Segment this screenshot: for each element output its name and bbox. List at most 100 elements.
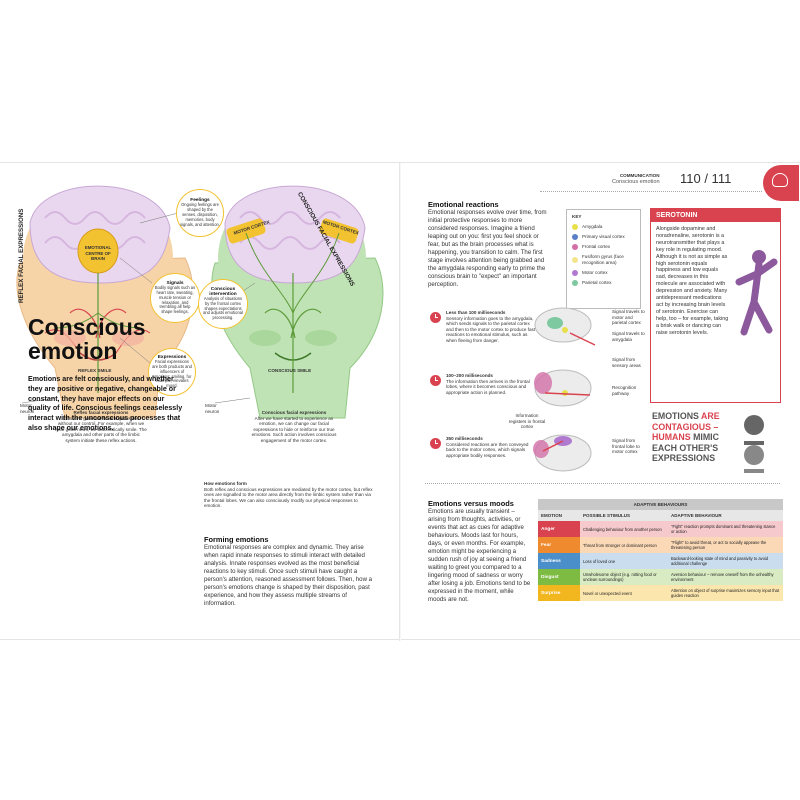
timeline-1-time: Less than 100 milliseconds [446, 310, 506, 315]
subsection-label: Conscious emotion [612, 178, 660, 185]
key-item: Frontal cortex [572, 243, 635, 250]
reactions-text: Emotional responses evolve over time, fr… [428, 209, 547, 288]
reflex-caption: Reflex facial expressions Emotions gener… [55, 410, 147, 444]
page-title-text: Conscious emotion [28, 314, 146, 364]
expressions-title: Expressions [157, 354, 187, 360]
stimulus-cell: Threat from stronger or dominant person [580, 537, 668, 553]
contagious-w3: CONTAGIOUS – [652, 421, 719, 432]
key-label: Motor cortex [582, 269, 608, 275]
key-item: Primary visual cortex [572, 233, 635, 240]
section-divider [425, 483, 780, 484]
feelings-text: Ongoing feelings are shaped by the sense… [180, 202, 220, 227]
intervention-callout: Conscious intervention Analysis of situa… [198, 279, 248, 329]
key-item: Parietal cortex [572, 279, 635, 286]
conscious-smile-label: CONSCIOUS SMILE [268, 368, 312, 373]
emotion-cell: Surprise [538, 585, 580, 601]
timeline-3-text: Considered reactions are then conveyed b… [446, 441, 529, 458]
emotional-centre-label: EMOTIONAL CENTRE OF BRAIN [84, 245, 112, 262]
behaviour-cell: "Flight" to avoid threat, or act to soci… [668, 537, 783, 553]
key-swatch [572, 223, 578, 230]
emotional-reactions: Emotional reactions Emotional responses … [428, 200, 548, 289]
reflex-face [16, 185, 194, 419]
behaviour-cell: Aversion behaviour – remove oneself from… [668, 569, 783, 585]
timeline-2-time: 100–200 milliseconds [446, 373, 493, 378]
contagious-w6: EACH OTHER'S [652, 442, 719, 453]
serotonin-box: SEROTONIN Alongside dopamine and noradre… [650, 208, 781, 403]
brain-label-1: Signal travels to motor and parietal cor… [612, 309, 645, 326]
faces-icon [744, 415, 764, 473]
timeline-step-1: Less than 100 milliseconds Sensory infor… [446, 310, 538, 344]
timeline-1-text: Sensory information goes to the amygdala… [446, 315, 536, 343]
brain-label-2: Signal travels to amygdala [612, 331, 645, 342]
timeline-3-time: 350 milliseconds [446, 436, 483, 441]
how-form-title: How emotions form [204, 481, 247, 486]
key-swatch [572, 279, 578, 286]
motor-neuron-label-1: Motor neuron [20, 403, 35, 414]
book-spread: REFLEX FACIAL EXPRESSIONS CONSCIOUS FACI… [0, 162, 800, 641]
reactions-heading: Emotional reactions [428, 200, 499, 209]
forming-emotions: Forming emotions Emotional responses are… [204, 535, 376, 608]
behaviour-cell: "Fight" reaction prompts dominant and th… [668, 521, 783, 537]
stimulus-cell: Novel or unexpected event [580, 585, 668, 601]
behaviour-cell: Attention on object of surprise maximize… [668, 585, 783, 601]
running-header: COMMUNICATION Conscious emotion [612, 173, 660, 185]
brain-label-3: Signal from sensory areas [612, 357, 641, 368]
motor-neuron-label-2: Motor neuron [205, 403, 220, 414]
contagious-w4: HUMANS [652, 432, 691, 443]
brain-3 [533, 434, 592, 472]
contagious-w5: MIMIC [693, 432, 719, 443]
how-form-text: Both reflex and conscious expressions ar… [204, 486, 373, 509]
emotion-cell: Fear [538, 537, 580, 553]
facial-expression-diagram [16, 185, 384, 419]
emotion-cell: Anger [538, 521, 580, 537]
expressions-callout: Expressions Facial expressions are both … [148, 348, 196, 396]
brain-timeline-diagram [533, 307, 596, 472]
intervention-title: Conscious intervention [209, 286, 237, 297]
signals-title: Signals [166, 280, 184, 286]
key-item: Motor cortex [572, 269, 635, 276]
adaptive-behaviours-table: ADAPTIVE BEHAVIOURS EMOTION POSSIBLE STI… [538, 499, 783, 601]
page-numbers: 110 / 111 [680, 171, 732, 186]
conscious-caption-title: Conscious facial expressions [261, 410, 327, 415]
key-label: Primary visual cortex [582, 233, 625, 239]
reflex-smile-label: REFLEX SMILE [78, 368, 112, 373]
key-label: Frontal cortex [582, 244, 611, 250]
chapter-tab [763, 165, 799, 201]
brain-label-6: Signal from frontal lobe to motor cortex [612, 438, 640, 455]
contagious-w2: ARE [701, 411, 720, 421]
timeline-step-2: 100–200 milliseconds The information the… [446, 373, 538, 395]
key-item: Fusiform gyrus (face recognition area) [572, 254, 635, 265]
brain-icon [772, 173, 788, 187]
stimulus-cell: Unwholesome object (e.g. rotting food or… [580, 569, 668, 585]
how-emotions-form: How emotions form Both reflex and consci… [204, 481, 376, 509]
moods-heading: Emotions versus moods [428, 499, 514, 508]
key-label: Amygdala [582, 223, 603, 229]
serotonin-text: Alongside dopamine and noradrenaline, se… [656, 226, 729, 336]
key-swatch [572, 256, 578, 263]
key-swatch [572, 243, 578, 250]
key-item: Amygdala [572, 223, 635, 230]
brain-label-4: Recognition pathway [612, 385, 637, 396]
contagious-w1: EMOTIONS [652, 411, 699, 421]
header-rule [540, 191, 762, 192]
brain-1 [534, 307, 596, 346]
section-label: COMMUNICATION [619, 173, 660, 178]
brain-label-5: Information registers in frontal cortex [508, 413, 546, 430]
table-header-emotion: EMOTION [538, 510, 580, 521]
forming-heading: Forming emotions [204, 535, 269, 544]
emotion-cell: Sadness [538, 553, 580, 569]
dancing-figure [735, 250, 778, 336]
key-label: Fusiform gyrus (face recognition area) [582, 254, 624, 265]
feelings-callout: Feelings Ongoing feelings are shaped by … [176, 189, 224, 237]
behaviour-cell: Backward-looking state of mind and passi… [668, 553, 783, 569]
intro-paragraph: Emotions are felt consciously, and wheth… [28, 375, 183, 432]
book-spine [399, 163, 401, 641]
brain-2 [534, 369, 592, 407]
table-title: ADAPTIVE BEHAVIOURS [538, 499, 783, 510]
table-header-stimulus: POSSIBLE STIMULUS [580, 510, 668, 521]
